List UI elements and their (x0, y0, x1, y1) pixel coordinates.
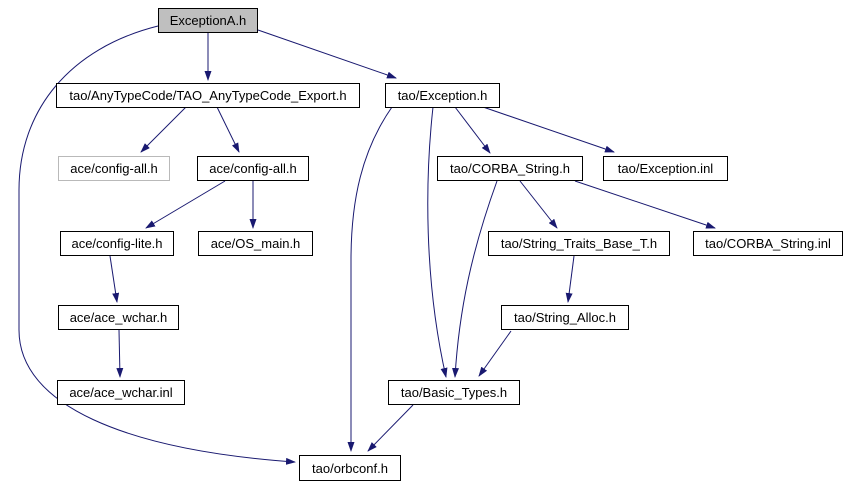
node-ace-wchar-h[interactable]: ace/ace_wchar.h (58, 305, 179, 330)
node-exceptiona[interactable]: ExceptionA.h (158, 8, 258, 33)
node-ace-wchar-inl[interactable]: ace/ace_wchar.inl (57, 380, 185, 405)
node-string-traits-base[interactable]: tao/String_Traits_Base_T.h (488, 231, 670, 256)
node-config-lite[interactable]: ace/config-lite.h (60, 231, 174, 256)
node-string-alloc[interactable]: tao/String_Alloc.h (501, 305, 629, 330)
node-corba-string-inl[interactable]: tao/CORBA_String.inl (693, 231, 843, 256)
node-config-all-gray: ace/config-all.h (58, 156, 170, 181)
node-os-main[interactable]: ace/OS_main.h (198, 231, 313, 256)
node-config-all[interactable]: ace/config-all.h (197, 156, 309, 181)
node-exception-inl[interactable]: tao/Exception.inl (603, 156, 728, 181)
node-exception-h[interactable]: tao/Exception.h (385, 83, 500, 108)
node-anytypecode-export[interactable]: tao/AnyTypeCode/TAO_AnyTypeCode_Export.h (56, 83, 360, 108)
node-orbconf[interactable]: tao/orbconf.h (299, 455, 401, 481)
node-corba-string-h[interactable]: tao/CORBA_String.h (437, 156, 583, 181)
node-basic-types[interactable]: tao/Basic_Types.h (388, 380, 520, 405)
